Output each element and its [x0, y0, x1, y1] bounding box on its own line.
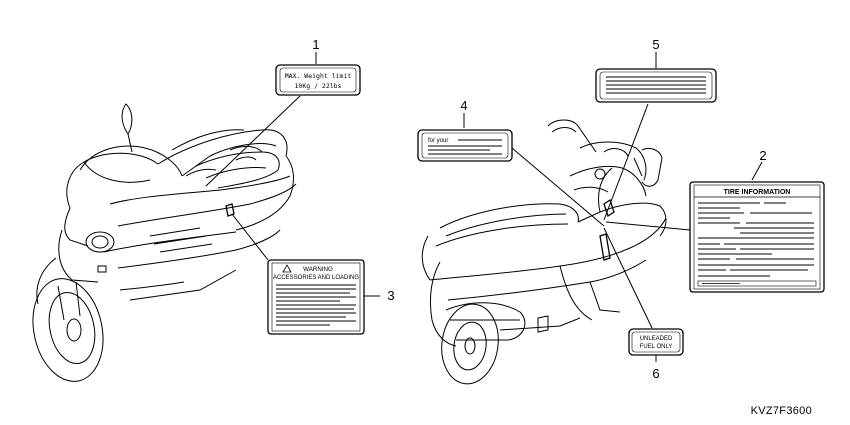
leader-lines: [205, 52, 763, 362]
fuel-label-line1: UNLEADED: [640, 336, 673, 342]
weight-label-line1: MAX. Weight limit: [285, 72, 352, 80]
tire-label-title: TIRE INFORMATION: [724, 189, 791, 196]
diagram-code: KVZ7F3600: [750, 405, 812, 417]
callout-3: 3: [387, 288, 394, 303]
weight-label-line2: 10Kg / 22lbs: [295, 82, 342, 90]
callout-1: 1: [312, 37, 319, 52]
scooter-right-view: [421, 119, 667, 385]
tire-information-label: TIRE INFORMATION: [689, 181, 825, 293]
callout-2: 2: [759, 148, 766, 163]
warning-label-subtitle: ACCESSORIES AND LOADING: [273, 275, 359, 281]
callout-4: 4: [460, 98, 467, 113]
weight-limit-label: MAX. Weight limit 10Kg / 22lbs: [275, 64, 361, 96]
callout-5: 5: [652, 37, 659, 52]
warning-label-title: WARNING: [303, 266, 333, 273]
unleaded-fuel-label: UNLEADED FUEL ONLY: [628, 328, 684, 356]
callout-6: 6: [652, 366, 659, 381]
striped-label: [595, 68, 717, 103]
warning-accessories-label: WARNING ACCESSORIES AND LOADING: [267, 259, 365, 335]
fuel-label-line2: FUEL ONLY: [640, 344, 673, 350]
caution-label: for your: [417, 129, 513, 162]
caution-label-title: for your: [428, 138, 448, 144]
scooter-left-view: [32, 103, 297, 382]
